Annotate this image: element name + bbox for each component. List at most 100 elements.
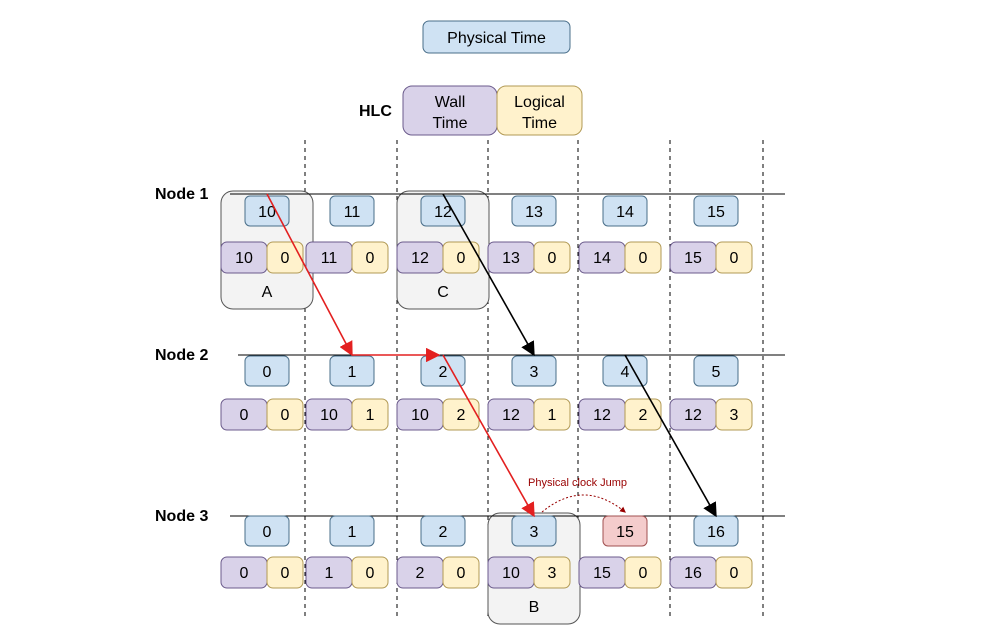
logical-time-value: 0: [457, 250, 466, 267]
physical-time-value: 0: [263, 364, 272, 381]
wall-time-value: 12: [593, 407, 611, 424]
wall-time-value: 2: [416, 565, 425, 582]
physical-time-value: 3: [530, 364, 539, 381]
physical-time-box: [693, 195, 739, 227]
logical-time-value: 3: [548, 565, 557, 582]
physical-time-value: 15: [707, 204, 725, 221]
legend-logical-label-line2: Time: [522, 115, 557, 132]
physical-time-value: 4: [621, 364, 630, 381]
logical-time-value: 0: [548, 250, 557, 267]
legend-wall-label-line2: Time: [433, 115, 468, 132]
black-message-arrow: [624, 354, 717, 518]
logical-time-box: [351, 398, 389, 431]
physical-time-value: 5: [712, 364, 721, 381]
logical-time-box: [442, 398, 480, 431]
physical-time-value: 2: [439, 364, 448, 381]
event-group-label: C: [437, 284, 449, 301]
physical-time-value: 11: [344, 204, 361, 221]
wall-time-value: 12: [411, 250, 429, 267]
logical-time-value: 0: [366, 565, 375, 582]
logical-time-value: 0: [730, 250, 739, 267]
logical-time-box: [715, 241, 753, 274]
logical-time-value: 2: [639, 407, 648, 424]
logical-time-box: [533, 241, 571, 274]
physical-time-value: 10: [258, 204, 276, 221]
red-message-arrow: [442, 354, 535, 518]
clock-jump-arrow: [541, 494, 626, 513]
logical-time-box: [266, 398, 304, 431]
wall-time-value: 1: [325, 565, 334, 582]
logical-time-value: 0: [457, 565, 466, 582]
logical-time-value: 0: [366, 250, 375, 267]
physical-time-box: [511, 195, 557, 227]
event-group-label: B: [529, 599, 540, 616]
wall-time-value: 14: [593, 250, 611, 267]
node-label: Node 1: [155, 186, 208, 203]
red-message-arrow: [266, 193, 353, 357]
wall-time-value: 10: [502, 565, 520, 582]
wall-time-value: 12: [502, 407, 520, 424]
event: 3 10 3: [487, 515, 571, 589]
legend-logical-label-line1: Logical: [514, 94, 565, 111]
legend-hlc-label: HLC: [359, 103, 392, 120]
logical-time-value: 1: [366, 407, 375, 424]
logical-time-value: 0: [730, 565, 739, 582]
physical-time-jump-box: [602, 515, 648, 547]
node-label: Node 2: [155, 347, 208, 364]
physical-time-box: [329, 515, 375, 547]
logical-time-box: [266, 241, 304, 274]
logical-time-box: [715, 556, 753, 589]
wall-time-value: 0: [240, 407, 249, 424]
logical-time-box: [351, 556, 389, 589]
event: 0 0 0: [220, 515, 304, 589]
wall-time-value: 12: [684, 407, 702, 424]
logical-time-value: 0: [281, 565, 290, 582]
legend-physical-box: [422, 20, 571, 54]
wall-time-value: 0: [240, 565, 249, 582]
logical-time-value: 0: [281, 407, 290, 424]
logical-time-value: 0: [281, 250, 290, 267]
event: 3 12 1: [487, 355, 571, 431]
physical-time-box: [420, 515, 466, 547]
wall-time-value: 13: [502, 250, 520, 267]
black-message-arrow: [442, 193, 535, 357]
logical-time-box: [533, 556, 571, 589]
logical-time-box: [624, 241, 662, 274]
logical-time-box: [715, 398, 753, 431]
legend-physical-label: Physical Time: [447, 30, 546, 47]
physical-time-value: 0: [263, 524, 272, 541]
physical-time-box: [420, 195, 466, 227]
physical-time-box: [244, 195, 290, 227]
event: 11 11 0: [305, 195, 389, 274]
logical-time-value: 0: [639, 250, 648, 267]
wall-time-value: 10: [320, 407, 338, 424]
logical-time-value: 2: [457, 407, 466, 424]
physical-time-value: 3: [530, 524, 539, 541]
logical-time-value: 1: [548, 407, 557, 424]
physical-time-box: [602, 195, 648, 227]
event: 4 12 2: [578, 355, 662, 431]
legend: Physical Time HLC Wall Time Logical Time: [359, 20, 583, 136]
logical-time-box: [624, 398, 662, 431]
physical-time-value: 2: [439, 524, 448, 541]
logical-time-box: [351, 241, 389, 274]
legend-wall-label-line1: Wall: [435, 94, 466, 111]
physical-time-value: 16: [707, 524, 725, 541]
physical-time-box: [693, 355, 739, 387]
physical-time-value: 12: [434, 204, 452, 221]
event: 0 0 0: [220, 355, 304, 431]
physical-time-box: [244, 355, 290, 387]
physical-time-box: [244, 515, 290, 547]
legend-logical-box: [496, 85, 583, 136]
logical-time-box: [266, 556, 304, 589]
wall-time-value: 11: [321, 250, 338, 267]
